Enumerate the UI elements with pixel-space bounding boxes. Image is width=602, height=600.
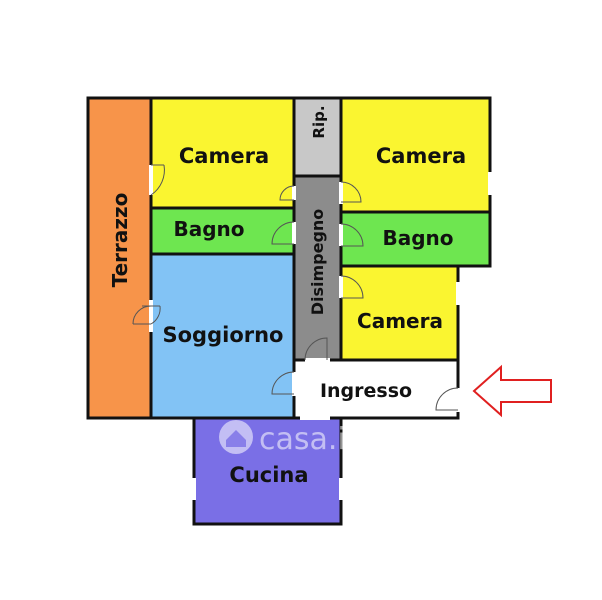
label-soggiorno: Soggiorno: [163, 323, 284, 347]
room-camera-3: [341, 266, 458, 360]
door-swing: [132, 305, 152, 325]
room-cucina: [194, 418, 341, 524]
door-swing: [435, 387, 459, 411]
label-bagno-1: Bagno: [173, 217, 244, 241]
label-cucina: Cucina: [229, 463, 308, 487]
room-disimpegno: [294, 176, 341, 360]
room-camera-2: [341, 98, 490, 212]
room-rip: [294, 98, 341, 176]
label-bagno-2: Bagno: [382, 226, 453, 250]
door-swing: [340, 275, 364, 299]
label-camera-2: Camera: [376, 144, 466, 168]
door-swing: [279, 185, 295, 201]
door-swing: [271, 221, 295, 245]
entrance-arrow-icon: [472, 364, 552, 418]
door-swing: [340, 181, 362, 203]
room-camera-1: [151, 98, 294, 208]
room-bagno-1: [151, 208, 294, 254]
label-disimpegno: Disimpegno: [308, 209, 327, 316]
watermark: casa.it: [219, 420, 358, 457]
room-terrazzo: [88, 98, 151, 418]
door-swing: [150, 164, 165, 196]
door-swing: [340, 223, 364, 247]
watermark-text: casa.it: [259, 422, 358, 457]
door-openings: [149, 165, 492, 500]
door-swing: [271, 371, 295, 395]
room-ingresso: [294, 360, 458, 418]
label-camera-3: Camera: [357, 309, 443, 333]
label-camera-1: Camera: [179, 144, 269, 168]
label-ingresso: Ingresso: [320, 380, 412, 402]
watermark-house-shape: [226, 430, 246, 447]
label-terrazzo: Terrazzo: [108, 193, 132, 288]
room-bagno-2: [341, 212, 490, 266]
room-soggiorno: [151, 254, 294, 418]
door-swing: [304, 337, 328, 361]
door-swings: [132, 164, 459, 411]
label-rip: Rip.: [310, 105, 328, 138]
door-swing: [150, 305, 161, 325]
